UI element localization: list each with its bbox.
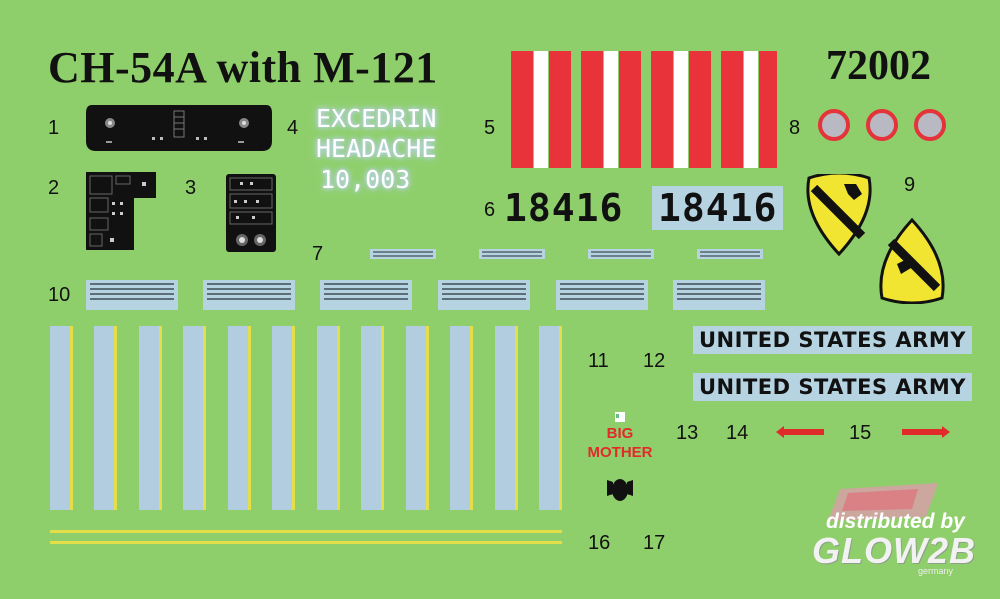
bomb-icon	[607, 412, 633, 501]
bomb-art-line-2: MOTHER	[587, 444, 653, 461]
data-plate	[320, 280, 412, 310]
decal-number-12: 12	[643, 350, 666, 372]
walkway-line	[50, 541, 562, 544]
rotor-stripes	[50, 326, 570, 510]
cavalry-insignia-icon	[879, 217, 945, 304]
arc-markings-icon	[696, 466, 760, 550]
decal-number-1: 1	[48, 117, 60, 139]
decal-number-4: 4	[287, 117, 299, 139]
small-label	[697, 249, 763, 259]
decal-number-15: 15	[849, 422, 872, 444]
distributor-logo: GLOW2B	[812, 530, 976, 571]
decal-number-6: 6	[484, 199, 496, 221]
data-plate	[203, 280, 295, 310]
serial-number-2: 18416	[652, 186, 784, 230]
side-panel-icon	[226, 174, 276, 252]
sheet-title: CH-54A with M-121	[48, 43, 438, 92]
decal-number-10: 10	[48, 284, 71, 306]
console-panel-icon	[86, 172, 156, 250]
decal-number-11: 11	[588, 350, 609, 372]
roundel-icon	[818, 109, 946, 141]
brand-logo-icon	[828, 483, 938, 521]
small-label	[370, 249, 436, 259]
tail-stripes	[511, 51, 777, 168]
decal-number-5: 5	[484, 117, 496, 139]
army-label-2: UNITED STATES ARMY	[693, 373, 972, 401]
small-label	[588, 249, 654, 259]
decal-number-17: 17	[643, 532, 666, 554]
nose-art-line-1: EXCEDRIN	[316, 104, 437, 133]
bomb-art-line-1: BIG	[606, 425, 634, 442]
decal-number-13: 13	[676, 422, 699, 444]
army-label-1: UNITED STATES ARMY	[693, 326, 972, 354]
decal-number-14: 14	[726, 422, 749, 444]
decal-number-16: 16	[588, 532, 611, 554]
data-plate	[556, 280, 648, 310]
serial-number-1: 18416	[504, 186, 624, 230]
data-plate	[673, 280, 765, 310]
decal-number-2: 2	[48, 177, 60, 199]
data-plate	[438, 280, 530, 310]
nose-art-line-2: HEADACHE	[316, 134, 437, 163]
walkway-line	[50, 530, 562, 533]
instrument-panel-icon	[86, 105, 272, 151]
decal-number-8: 8	[789, 117, 801, 139]
decal-number-9: 9	[904, 174, 916, 196]
distributor-text: distributed by	[826, 510, 965, 533]
decal-number-7: 7	[312, 243, 324, 265]
danger-arrow-icon	[776, 426, 824, 438]
cavalry-insignia-icon	[806, 174, 872, 257]
distributor-country: germany	[918, 566, 954, 576]
data-plate	[86, 280, 178, 310]
small-label	[479, 249, 545, 259]
nose-art-line-3: 10,003	[320, 165, 411, 194]
decal-number-3: 3	[185, 177, 197, 199]
product-code: 72002	[826, 43, 931, 89]
danger-arrow-icon	[902, 426, 950, 438]
